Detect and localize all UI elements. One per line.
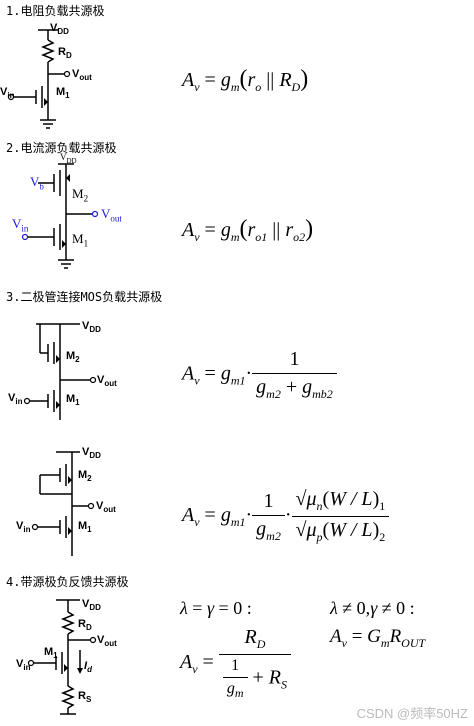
vdd-label-4: VDD	[82, 598, 101, 613]
gain-formula-4b: Av = GmROUT	[330, 626, 426, 650]
circuit-diode-load-a	[23, 323, 97, 420]
gain-formula-1: Av = gm(ro || RD)	[182, 66, 309, 94]
m1-label-4: M1	[44, 646, 58, 661]
section-1-title: 1.电阻负载共源极	[6, 4, 105, 18]
section-2-title: 2.电流源负载共源极	[6, 141, 117, 155]
vin-label-3a: Vin	[8, 392, 23, 407]
m2-label-3b: M2	[78, 469, 92, 484]
circuit-current-source-load	[21, 163, 99, 269]
m1-label: M1	[56, 86, 70, 101]
vb-label: Vb	[30, 174, 44, 192]
vdd-label: VDD	[50, 22, 69, 37]
circuit-diode-load-b	[31, 451, 95, 556]
vout-label-2: Vout	[101, 206, 122, 224]
vin-label-2: Vin	[12, 216, 29, 234]
circuit-resistive-load	[7, 29, 71, 129]
section-3-title: 3.二极管连接MOS负载共源极	[6, 290, 163, 304]
m2-label-3a: M2	[66, 350, 80, 365]
vout-label-4: Vout	[97, 634, 117, 649]
m1-label-2: M1	[72, 231, 89, 249]
m2-label-2: M2	[72, 186, 89, 204]
circuit-source-degeneration	[27, 599, 97, 715]
vout-label-3a: Vout	[97, 374, 117, 389]
m1-label-3b: M1	[78, 520, 92, 535]
vin-label: Vin	[0, 86, 15, 101]
vdd-label-3a: VDD	[82, 320, 101, 335]
watermark: CSDN @频率50HZ	[356, 706, 468, 721]
rs-label: RS	[78, 690, 92, 705]
vin-label-3b: Vin	[16, 520, 31, 535]
id-label: Id	[84, 660, 92, 675]
vout-label: Vout	[72, 68, 92, 83]
section-4-title: 4.带源极负反馈共源极	[6, 575, 129, 589]
gain-formula-2: Av = gm(ro1 || ro2)	[182, 216, 314, 244]
vdd-label-2: VDD	[60, 152, 77, 165]
condition-lambda-gamma-nonzero: λ ≠ 0,γ ≠ 0 :	[330, 598, 415, 618]
rd-label: RD	[58, 46, 72, 61]
vdd-label-3b: VDD	[82, 446, 101, 461]
condition-lambda-gamma-zero: λ = γ = 0 :	[180, 598, 252, 618]
m1-label-3a: M1	[66, 393, 80, 408]
vin-label-4: Vin	[16, 658, 31, 673]
vout-label-3b: Vout	[96, 500, 116, 515]
rd-label-4: RD	[78, 618, 92, 633]
